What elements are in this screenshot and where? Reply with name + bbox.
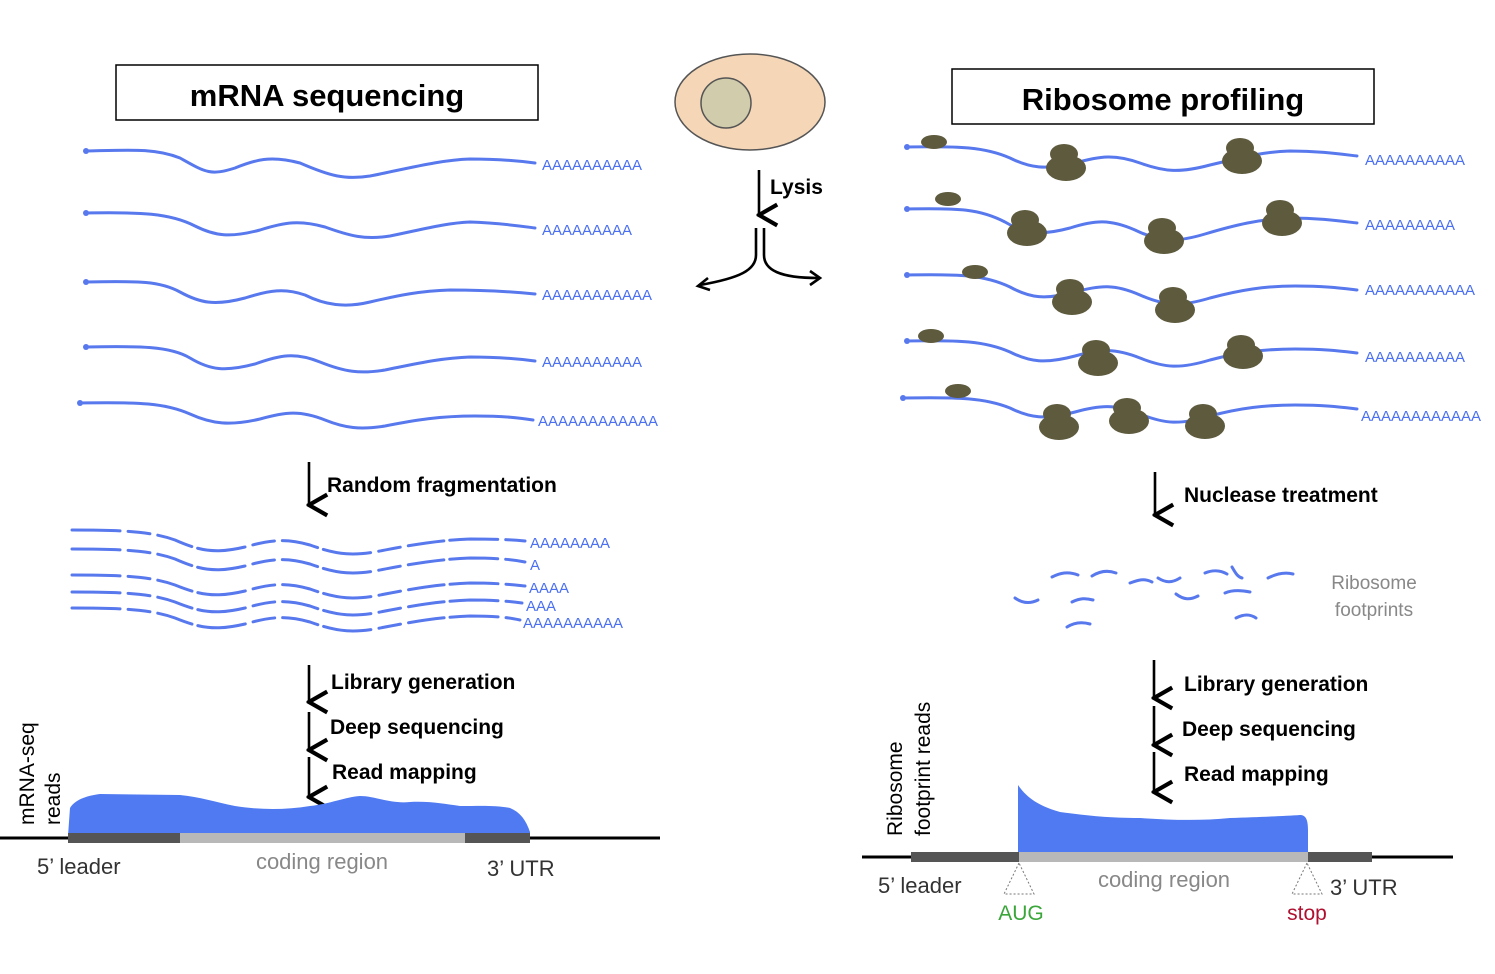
ribosome-profiling-title: Ribosome profiling	[1022, 82, 1304, 117]
coding-region-bar-left	[180, 833, 465, 843]
fragment-4-polya: AAA	[526, 598, 556, 615]
ribosome	[1046, 144, 1086, 181]
split-arrow	[695, 228, 823, 292]
lysis-label: Lysis	[770, 176, 823, 199]
ribo-mrna-3	[905, 273, 1359, 306]
ribosome	[1052, 279, 1092, 315]
mrna-1-polya: AAAAAAAAAA	[542, 157, 642, 174]
stop-marker	[1291, 861, 1323, 895]
fragment-row-3	[70, 573, 527, 600]
fragment-5-polya: AAAAAAAAAA	[523, 615, 623, 632]
ribosome-footprint-coverage-plot: Ribosome footprint reads 5’ leader codin…	[862, 702, 1453, 925]
label-coding-region-left: coding region	[256, 849, 388, 874]
ribosome	[1262, 200, 1302, 236]
mrna-3	[84, 280, 537, 307]
small-subunit	[945, 384, 971, 398]
mrna-5	[78, 401, 535, 430]
fragment-row-4	[70, 590, 524, 617]
fragmented-mrna-list: AAAAAAAA A AAAA AAA AAAAAAAAAA	[70, 528, 623, 633]
fragment-row-1	[70, 528, 527, 556]
step-deep-sequencing-right: Deep sequencing	[1182, 718, 1356, 741]
small-subunit	[935, 192, 961, 206]
ylabel-mrna-seq: mRNA-seq	[16, 722, 39, 825]
ribosome	[1109, 398, 1149, 434]
ribosome	[1039, 404, 1079, 440]
mrna-5-polya: AAAAAAAAAAAA	[538, 413, 658, 430]
mrna-seq-title-box	[115, 64, 539, 121]
coding-region-bar-right	[1019, 852, 1308, 862]
ribosome	[1144, 218, 1184, 254]
fragment-3-polya: AAAA	[529, 580, 569, 597]
label-stop: stop	[1287, 902, 1327, 925]
ribo-mrna-1-polya: AAAAAAAAAA	[1365, 152, 1465, 169]
label-coding-region-right: coding region	[1098, 867, 1230, 892]
mrna-seq-coverage-plot: mRNA-seq reads 5’ leader coding region 3…	[0, 722, 660, 881]
ribosome	[1223, 335, 1263, 369]
footprint-coverage	[1018, 785, 1308, 855]
ribo-title-box	[951, 68, 1375, 125]
mrna-2-polya: AAAAAAAAA	[542, 222, 632, 239]
mrna-4	[84, 345, 537, 374]
fragment-2-polya: A	[530, 557, 540, 574]
aug-marker	[1003, 861, 1035, 895]
small-subunit	[962, 265, 988, 279]
ribosome	[1185, 404, 1225, 439]
mrna-3-polya: AAAAAAAAAAA	[542, 287, 652, 304]
fragment-row-5	[70, 606, 522, 633]
fragment-row-2	[70, 547, 527, 575]
ribo-mrna-5-polya: AAAAAAAAAAAA	[1361, 408, 1481, 425]
ylabel-ribosome: Ribosome	[884, 741, 907, 836]
ylabel-reads: reads	[42, 772, 65, 825]
three-utr-bar-left	[465, 833, 530, 843]
five-leader-bar-right	[911, 852, 1019, 862]
step-deep-sequencing-left: Deep sequencing	[330, 716, 504, 739]
small-subunit	[918, 329, 944, 343]
fragment-1-polya: AAAAAAAA	[530, 535, 610, 552]
mrna-list: AAAAAAAAAA AAAAAAAAA AAAAAAAAAAA AAAAAAA…	[77, 148, 658, 430]
ribo-mrna-4-polya: AAAAAAAAAA	[1365, 349, 1465, 366]
nucleus	[700, 77, 752, 129]
ribo-mrna-3-polya: AAAAAAAAAAA	[1365, 282, 1475, 299]
step-read-mapping-right: Read mapping	[1184, 763, 1329, 786]
ribo-mrna-1	[905, 145, 1359, 172]
ribosome	[1007, 210, 1047, 246]
label-5-leader-right: 5’ leader	[878, 873, 962, 898]
small-subunit	[921, 135, 947, 149]
ribo-mrna-2-polya: AAAAAAAAA	[1365, 217, 1455, 234]
mrna-2	[84, 211, 537, 240]
ribo-mrna-4	[905, 339, 1359, 368]
five-leader-bar-left	[68, 833, 180, 843]
footprints-label-line1: Ribosome	[1331, 573, 1417, 594]
ribosome-mrna-list: AAAAAAAAAA AAAAAAAAA AAAAAAAAAAA AAAAAAA…	[900, 135, 1481, 440]
three-utr-bar-right	[1308, 852, 1372, 862]
label-3-utr-left: 3’ UTR	[487, 856, 555, 881]
ylabel-footprint-reads: footprint reads	[912, 702, 935, 836]
label-5-leader-left: 5’ leader	[37, 854, 121, 879]
mrna-seq-coverage	[68, 794, 530, 836]
label-aug: AUG	[998, 902, 1044, 925]
step-library-generation-left: Library generation	[331, 671, 515, 694]
mrna-seq-title: mRNA sequencing	[190, 78, 464, 113]
footprints-label-line2: footprints	[1335, 600, 1413, 621]
label-3-utr-right: 3’ UTR	[1330, 875, 1398, 900]
ribosome	[1078, 340, 1118, 376]
mrna-1	[84, 148, 537, 179]
ribosome	[1155, 287, 1195, 323]
mrna-4-polya: AAAAAAAAAA	[542, 354, 642, 371]
step-read-mapping-left: Read mapping	[332, 761, 477, 784]
ribosome-footprints	[1013, 565, 1295, 629]
step-nuclease-treatment: Nuclease treatment	[1184, 484, 1378, 507]
ribosome	[1222, 138, 1262, 174]
step-random-fragmentation: Random fragmentation	[327, 474, 557, 497]
step-library-generation-right: Library generation	[1184, 673, 1368, 696]
